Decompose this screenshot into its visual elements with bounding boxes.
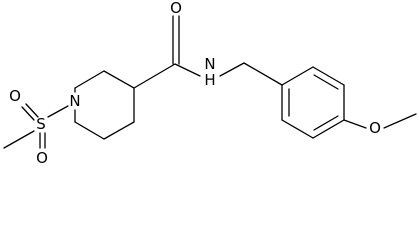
- bond-n-ch2: [219, 62, 245, 77]
- bond-ar-5-inner: [313, 74, 339, 90]
- atom-o-sulfonyl-up: O: [9, 87, 21, 105]
- bond-ar-o: [343, 119, 367, 129]
- atom-o-methoxy: O: [369, 119, 381, 137]
- bond-ring-c1-c2: [103, 70, 135, 89]
- atom-o-sulfonyl-down: O: [36, 149, 48, 167]
- bond-ring-c4-c5: [74, 121, 105, 140]
- bond-ar-3-inner: [313, 115, 339, 131]
- atom-n-ring: N: [69, 92, 80, 110]
- bond-o-methyl: [383, 113, 417, 129]
- bond-ar-3: [312, 119, 345, 139]
- atom-s: S: [36, 115, 46, 133]
- bond-n-s: [47, 105, 69, 118]
- bond-ar-6: [281, 66, 314, 86]
- atom-o-carbonyl: O: [170, 0, 182, 17]
- atom-h-amide: H: [204, 71, 215, 89]
- atom-n-amide: N: [204, 55, 215, 73]
- bond-ar-2: [281, 119, 314, 139]
- bond-carbonyl-n: [174, 63, 201, 77]
- structure-diagram: O N H N S O O O: [3, 0, 417, 167]
- bond-ar-5: [312, 66, 345, 86]
- bonds: [3, 15, 417, 149]
- bond-s-o-up-1: [25, 103, 39, 118]
- bond-s-methyl: [3, 130, 35, 149]
- bond-ring-carbonyl: [133, 63, 176, 89]
- bond-s-o-up-2: [21, 106, 35, 121]
- atom-labels: O N H N S O O O: [9, 0, 381, 167]
- bond-ch2-aryl: [243, 62, 283, 86]
- bond-ring-c3-c4: [103, 121, 135, 140]
- bond-ring-n-c1: [74, 70, 105, 89]
